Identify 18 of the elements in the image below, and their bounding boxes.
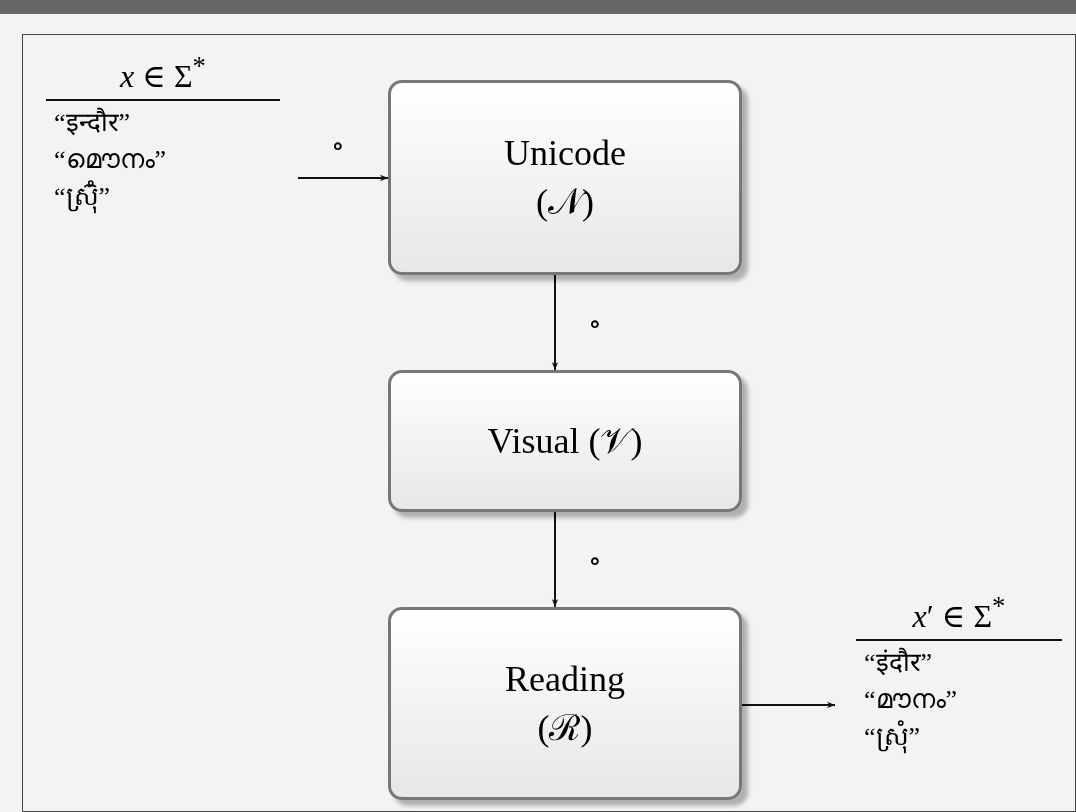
box-title: Visual (𝒱) <box>486 419 644 463</box>
string-example: “इन्दौर” <box>54 107 132 139</box>
arrow <box>551 274 559 371</box>
string-example: “മൗനം” <box>864 684 959 716</box>
box-title: Unicode (𝒩) <box>503 131 627 224</box>
string-example: “മൌനം” <box>54 144 168 176</box>
process-box <box>388 370 742 512</box>
box-title: Reading (ℛ) <box>504 657 626 750</box>
arrow <box>297 174 389 182</box>
arrow <box>741 701 836 709</box>
arrow <box>551 511 559 608</box>
string-example: “इंदौर” <box>864 647 934 679</box>
set-heading: x′ ∈ Σ$^{*}$ <box>856 590 1062 642</box>
string-example: “ស៊្រុំ” <box>54 181 112 213</box>
string-example: “ស្រុំ” <box>864 721 922 753</box>
process-box <box>388 607 742 800</box>
set-heading: x ∈ Σ$^{*}$ <box>46 50 280 102</box>
process-box <box>388 80 742 275</box>
